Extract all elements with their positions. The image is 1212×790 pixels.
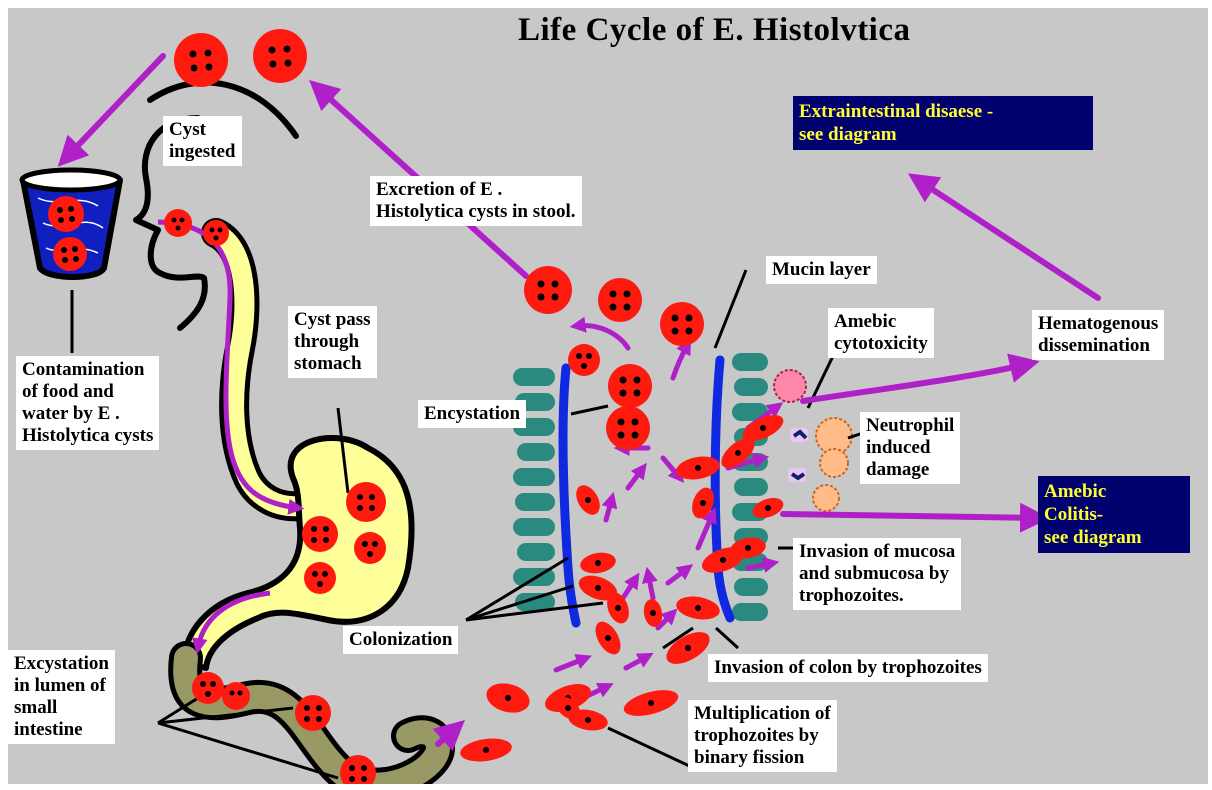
label-cyst-ingested: Cyst ingested (163, 116, 242, 166)
diagram-title: Life Cycle of E. Histolvtica (518, 12, 911, 49)
neutrophil-icon (774, 370, 852, 511)
label-invasion-colon: Invasion of colon by trophozoites (708, 654, 988, 682)
label-mucin-layer: Mucin layer (766, 256, 877, 284)
label-multiplication: Multiplication of trophozoites by binary… (688, 700, 837, 772)
label-amebic-cytotoxicity: Amebic cytotoxicity (828, 308, 934, 358)
mucin-left (563, 368, 576, 623)
box-extraintestinal: Extraintestinal disaese - see diagram (793, 96, 1093, 150)
diagram-canvas: Life Cycle of E. Histolvtica Cyst ingest… (8, 8, 1208, 784)
label-colonization: Colonization (343, 626, 458, 654)
label-neutrophil: Neutrophil induced damage (860, 412, 960, 484)
label-cyst-pass: Cyst pass through stomach (288, 306, 377, 378)
mucosa-right (732, 353, 768, 621)
label-excretion: Excretion of E . Histolytica cysts in st… (370, 176, 582, 226)
label-encystation: Encystation (418, 400, 526, 428)
box-amebic-colitis: Amebic Colitis- see diagram (1038, 476, 1190, 553)
label-hematogenous: Hematogenous dissemination (1032, 310, 1164, 360)
label-invasion-mucosa: Invasion of mucosa and submucosa by trop… (793, 538, 961, 610)
mucin-right (715, 360, 730, 618)
label-contamination: Contamination of food and water by E . H… (16, 356, 159, 450)
label-excystation: Excystation in lumen of small intestine (8, 650, 115, 744)
